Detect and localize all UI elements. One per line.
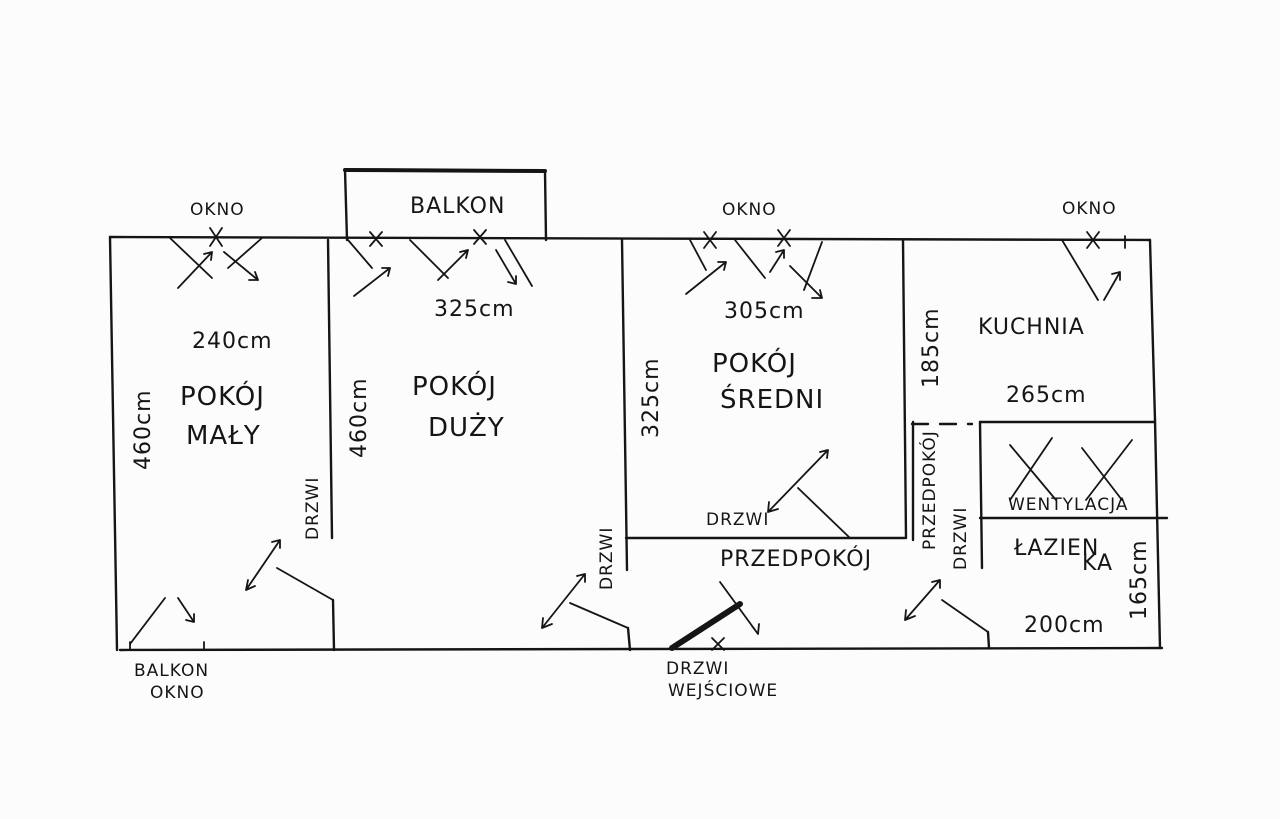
door-sredni-arrow [767, 449, 829, 513]
labels: OKNO BALKON OKNO OKNO 240cm 325cm 305cm … [131, 194, 1152, 703]
window-left-sash-a [169, 237, 213, 279]
vent-cross-left [1009, 437, 1057, 501]
window-middle-sash-b [734, 239, 766, 279]
door-maly-leaf [276, 567, 334, 601]
label-pokoj-maly-2: MAŁY [186, 421, 261, 451]
vent-cross-right [1081, 439, 1133, 501]
window-middle-sash-a [689, 239, 707, 271]
balcony [343, 168, 548, 242]
bottom-wall [118, 646, 1164, 652]
balcony-right-edge [543, 169, 548, 242]
label-lazienka-2: KA [1082, 551, 1113, 576]
windows [129, 227, 1126, 651]
balcony-door-mark-a [369, 231, 383, 247]
window-left-mark [209, 227, 223, 247]
ventilation-marks [1009, 437, 1133, 501]
label-kuchnia: KUCHNIA [978, 315, 1085, 340]
entrance-door-swing [719, 581, 760, 635]
balcony-window-sash [129, 597, 166, 645]
label-pokoj-duzy-2: DUŻY [428, 411, 505, 443]
label-dim-325-duzy: 325cm [434, 297, 515, 322]
wall-maly-duzy [326, 238, 334, 540]
window-right-mark [1086, 231, 1100, 249]
label-drzwi-wejsciowe-1: DRZWI [666, 659, 729, 679]
window-middle-arrow-c [789, 265, 823, 299]
window-middle-arrow-b [769, 249, 785, 273]
top-wall [108, 235, 1152, 242]
label-dim-305: 305cm [724, 299, 805, 324]
label-okno-middle: OKNO [722, 200, 777, 220]
label-okno-right: OKNO [1062, 199, 1117, 219]
left-wall [108, 235, 119, 652]
label-przedpokoj-main: PRZEDPOKÓJ [720, 546, 872, 572]
wall-bath-stub [986, 630, 991, 650]
window-left-arrow-b [223, 251, 259, 281]
window-right-sash [1061, 239, 1099, 301]
door-duzy-leaf [569, 602, 629, 629]
label-wentylacja: WENTYLACJA [1008, 495, 1128, 515]
label-drzwi-lazienka: DRZWI [951, 507, 971, 570]
balcony-door-arrow-a [353, 267, 391, 297]
label-drzwi-maly: DRZWI [303, 477, 323, 540]
wall-sredni-kuchnia [901, 238, 908, 540]
balcony-left-edge [343, 168, 349, 242]
right-wall-upper [1148, 238, 1157, 422]
door-bath-leaf [941, 599, 989, 633]
label-drzwi-sredni: DRZWI [706, 510, 769, 530]
label-dim-460-mid: 460cm [347, 377, 372, 458]
window-left-arrow-a [177, 251, 213, 289]
label-balkon-okno-1: BALKON [134, 661, 209, 681]
label-dim-460-left: 460cm [131, 389, 156, 470]
entrance-door-leaf [669, 601, 743, 651]
balcony-window-ticks [129, 641, 205, 651]
label-balkon-okno-2: OKNO [150, 683, 205, 703]
balcony-top-edge [343, 168, 547, 173]
window-right-arrow [1103, 271, 1121, 301]
label-lazienka-1: ŁAZIEN [1013, 536, 1099, 561]
wall-duzy-sredni-stub [626, 626, 632, 652]
window-middle-mark-a [703, 231, 717, 249]
label-pokoj-maly-1: POKÓJ [180, 380, 265, 412]
window-middle-arrow-a [685, 261, 727, 295]
label-pokoj-sredni-1: POKÓJ [712, 347, 797, 379]
balcony-window-arrow [177, 597, 195, 623]
door-sredni-leaf [797, 487, 851, 539]
balcony-door-sash-a [347, 239, 373, 269]
entrance-door-mark [711, 637, 725, 651]
balcony-door-sash-b [409, 239, 449, 279]
label-dim-200: 200cm [1024, 613, 1105, 638]
doors [245, 449, 989, 651]
label-dim-185: 185cm [919, 307, 944, 388]
walls [108, 235, 1169, 652]
balcony-door-arrow-c [495, 249, 517, 285]
door-duzy-arrow [541, 573, 586, 629]
label-drzwi-duzy: DRZWI [597, 527, 617, 590]
wall-bath-left [978, 420, 984, 570]
balcony-door-arrow-b [437, 249, 469, 281]
label-przedpokoj-vertical: PRZEDPOKÓJ [918, 430, 940, 550]
label-dim-325-sredni: 325cm [639, 357, 664, 438]
balcony-door-mark-b [473, 229, 487, 245]
window-left-sash-b [227, 237, 263, 269]
label-drzwi-wejsciowe-2: WEJŚCIOWE [668, 679, 778, 701]
wall-duzy-sredni [620, 238, 629, 572]
label-pokoj-duzy-1: POKÓJ [412, 370, 497, 402]
window-middle-mark-b [777, 229, 791, 247]
label-pokoj-sredni-2: ŚREDNI [720, 383, 824, 415]
wall-maly-duzy-stub [331, 598, 336, 652]
label-dim-240: 240cm [192, 329, 273, 354]
door-bath-arrow [904, 579, 941, 621]
label-okno-left: OKNO [190, 200, 245, 220]
door-maly-arrow [245, 539, 281, 591]
label-dim-165: 165cm [1127, 539, 1152, 620]
right-wall-lower [1153, 418, 1162, 650]
balcony-door-sash-c [504, 239, 533, 287]
label-dim-265: 265cm [1006, 383, 1087, 408]
label-balkon-top: BALKON [410, 194, 505, 219]
